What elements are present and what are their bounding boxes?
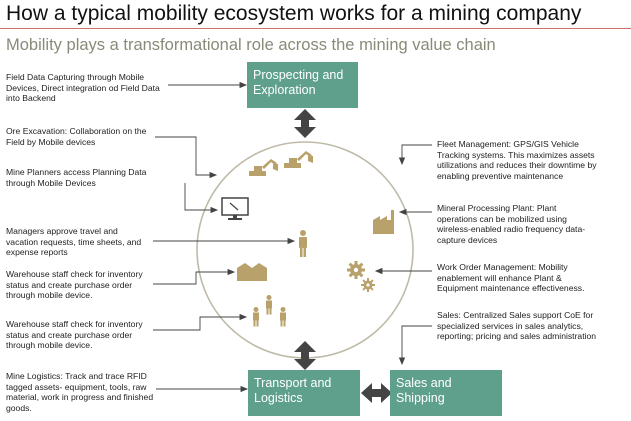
arrow-transport-sales [361, 383, 392, 403]
sales-shipping-box: Sales and Shipping [390, 370, 502, 416]
prospecting-line-2: Exploration [253, 83, 316, 97]
title-divider [0, 28, 631, 29]
page-subtitle: Mobility plays a transformational role a… [6, 36, 496, 54]
prospecting-exploration-box: Prospecting and Exploration [247, 62, 358, 108]
arrow-prospecting-circle [294, 109, 316, 138]
icons [221, 151, 394, 327]
factory-icon [373, 210, 394, 234]
left-connectors [153, 81, 296, 393]
excavator-icon [284, 151, 313, 168]
transport-line-1: Transport and [254, 376, 332, 390]
page-title: How a typical mobility ecosystem works f… [6, 2, 582, 25]
connector-warehouse-2 [153, 316, 242, 331]
sales-line-1: Sales and [396, 376, 452, 390]
note-fleet-management: Fleet Management: GPS/GIS Vehicle Tracki… [437, 139, 597, 181]
transport-line-2: Logistics [254, 391, 303, 405]
people-icon [253, 295, 286, 327]
arrow-circle-transport [294, 341, 316, 370]
note-warehouse-2: Warehouse staff check for inventory stat… [6, 319, 143, 351]
gears-icon [347, 261, 375, 292]
note-sales: Sales: Centralized Sales support CoE for… [437, 310, 597, 342]
transport-logistics-box: Transport and Logistics [248, 370, 360, 416]
note-mine-planners: Mine Planners access Planning Data throu… [6, 167, 147, 188]
note-warehouse-1: Warehouse staff check for inventory stat… [6, 269, 143, 301]
connector-sales [401, 325, 432, 360]
prospecting-line-1: Prospecting and [253, 68, 344, 82]
flow-arrows [294, 109, 392, 403]
note-mineral-processing: Mineral Processing Plant: Plant operatio… [437, 203, 586, 245]
note-work-order: Work Order Management: Mobility enableme… [437, 262, 585, 294]
monitor-icon [221, 197, 249, 220]
connector-warehouse-1 [153, 271, 230, 285]
connector-ore [155, 136, 212, 176]
excavator-icon [249, 159, 278, 176]
warehouse-icon [237, 263, 267, 281]
person-icon [299, 230, 307, 257]
right-connectors [374, 144, 432, 366]
connector-fleet [401, 144, 432, 160]
note-field-data: Field Data Capturing through Mobile Devi… [6, 72, 160, 104]
note-managers: Managers approve travel and vacation req… [6, 226, 142, 258]
note-ore-excavation: Ore Excavation: Collaboration on the Fie… [6, 126, 147, 147]
sales-line-2: Shipping [396, 391, 445, 405]
connector-planners [184, 183, 213, 211]
note-mine-logistics: Mine Logistics: Track and trace RFID tag… [6, 371, 154, 413]
